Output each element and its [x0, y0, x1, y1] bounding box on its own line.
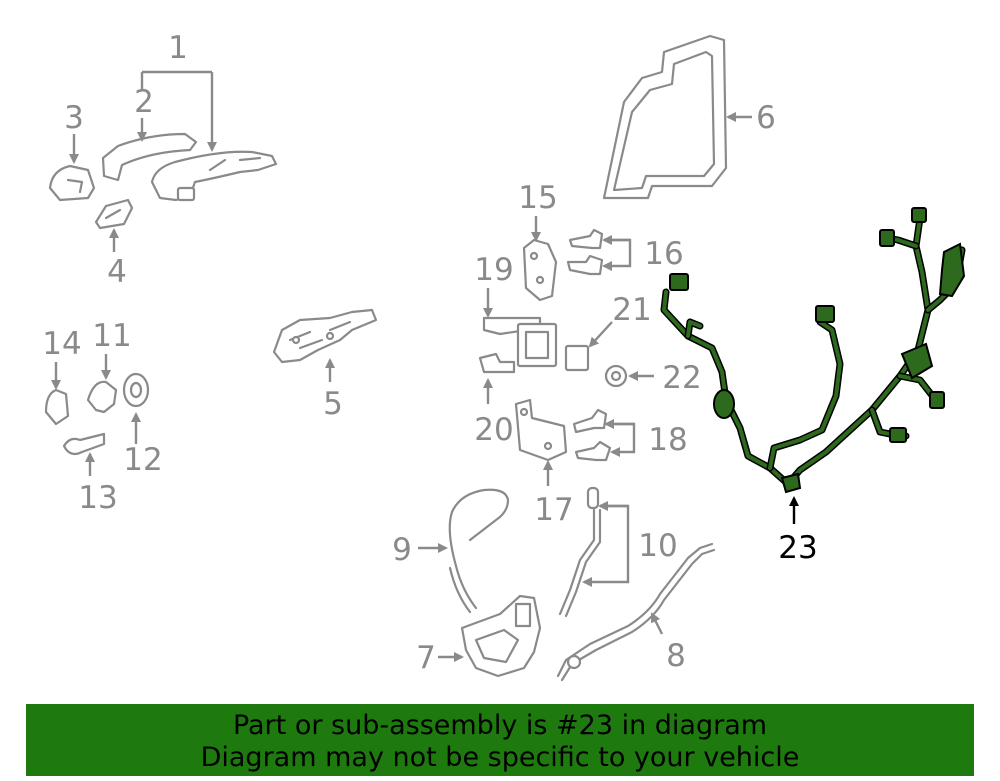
- latch-cable-9: [448, 488, 510, 614]
- handle-seal-part: [94, 198, 134, 230]
- hinge-check-part: [482, 316, 558, 368]
- outside-handle-part: [150, 150, 278, 202]
- callout-3: 3: [64, 100, 84, 136]
- callout-7: 7: [416, 640, 436, 676]
- clip-part-11: [86, 380, 118, 414]
- bolt-16-upper: [568, 228, 604, 250]
- banner-line-1: Part or sub-assembly is #23 in diagram: [232, 710, 768, 741]
- callout-18: 18: [648, 422, 687, 458]
- callout-8: 8: [666, 638, 686, 674]
- callout-1: 1: [168, 30, 188, 66]
- bracket-21: [564, 344, 590, 372]
- leader-lines: [51, 70, 799, 662]
- callout-9: 9: [392, 532, 412, 568]
- callout-15: 15: [518, 180, 557, 216]
- callout-12: 12: [123, 442, 162, 478]
- callout-10: 10: [638, 528, 677, 564]
- handle-bracket-part: [272, 308, 378, 364]
- grommet-part-12: [122, 372, 150, 408]
- callout-21: 21: [612, 292, 651, 328]
- banner-line-2: Diagram may not be specific to your vehi…: [200, 742, 800, 773]
- callout-22: 22: [662, 360, 701, 396]
- callout-23: 23: [778, 530, 817, 566]
- callout-labels: 1 2 3 4 5 6 7 8 9 10 11 12 13 14 15 16 1…: [42, 30, 817, 676]
- callout-2: 2: [134, 84, 154, 120]
- callout-14: 14: [42, 326, 81, 362]
- callout-5: 5: [323, 386, 343, 422]
- bolt-20: [478, 352, 516, 374]
- hinge-lower-part: [514, 398, 568, 462]
- callout-4: 4: [107, 254, 127, 290]
- bolt-16-lower: [566, 254, 604, 276]
- plug-part-13: [62, 432, 106, 456]
- callout-17: 17: [534, 492, 573, 528]
- lock-rod-10: [558, 486, 602, 618]
- callout-19: 19: [474, 252, 513, 288]
- bolt-18-upper: [572, 408, 608, 434]
- door-latch-part: [460, 594, 542, 678]
- callout-6: 6: [756, 100, 776, 136]
- bolt-18-lower: [574, 440, 612, 462]
- callout-20: 20: [474, 412, 513, 448]
- hinge-upper-part: [522, 238, 558, 302]
- callout-16: 16: [644, 236, 683, 272]
- parts-diagram: 1 2 3 4 5 6 7 8 9 10 11 12 13 14 15 16 1…: [42, 30, 966, 682]
- clip-part-14: [44, 388, 70, 426]
- notice-banner: Part or sub-assembly is #23 in diagram D…: [26, 704, 974, 776]
- release-cable-8: [556, 542, 716, 682]
- callout-13: 13: [78, 480, 117, 516]
- door-weatherstrip-part: [602, 34, 728, 200]
- handle-escutcheon-part: [48, 164, 96, 202]
- nut-22: [604, 364, 628, 388]
- wiring-harness-part-23: [660, 207, 966, 494]
- callout-11: 11: [92, 318, 131, 354]
